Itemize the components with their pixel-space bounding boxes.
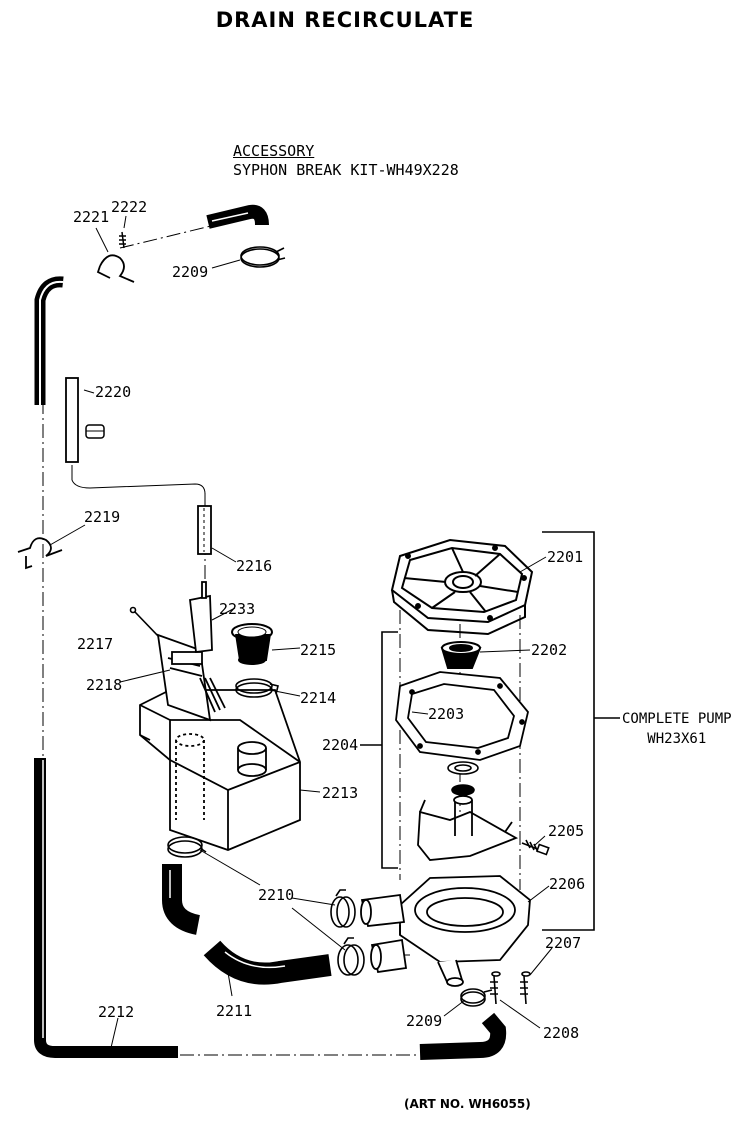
label-2207: 2207 (545, 934, 581, 952)
accessory-kit-name: SYPHON BREAK KIT-WH49X228 (233, 161, 459, 179)
drain-hose-upper (34, 276, 64, 405)
pump-housing-2206 (360, 875, 531, 987)
label-2221: 2221 (73, 208, 109, 226)
hose-2212 (34, 758, 178, 1058)
label-2205: 2205 (548, 822, 584, 840)
label-2210: 2210 (258, 886, 294, 904)
label-2202: 2202 (531, 641, 567, 659)
diagram-title: DRAIN RECIRCULATE (215, 8, 475, 32)
label-2233: 2233 (219, 600, 255, 618)
screw-2207 (520, 971, 531, 1005)
label-2206: 2206 (549, 875, 585, 893)
washer-stack (447, 761, 479, 796)
hose-bottom-elbow (419, 1012, 507, 1060)
label-2215: 2215 (300, 641, 336, 659)
cap-2215 (231, 623, 273, 665)
hose-2210-elbow (162, 864, 201, 935)
clip-2221 (96, 254, 135, 283)
label-2211: 2211 (216, 1002, 252, 1020)
label-2201: 2201 (547, 548, 583, 566)
clamp-2209-bottom (460, 988, 493, 1007)
label-2209-bottom: 2209 (406, 1012, 442, 1030)
accessory-note: ACCESSORY SYPHON BREAK KIT-WH49X228 (233, 142, 459, 180)
impeller (417, 795, 519, 861)
tube-2216 (197, 505, 212, 555)
connector-2220 (85, 424, 105, 439)
syphon-elbow-hose (206, 204, 269, 229)
clamp-2209-top (240, 246, 286, 268)
label-2220: 2220 (95, 383, 131, 401)
clamp-2210-b (330, 889, 356, 928)
label-2214: 2214 (300, 689, 336, 707)
label-2222: 2222 (111, 198, 147, 216)
label-2217: 2217 (77, 635, 113, 653)
accessory-heading: ACCESSORY (233, 142, 315, 160)
complete-pump-label: COMPLETE PUMP WH23X61 (622, 709, 732, 749)
art-number: (ART NO. WH6055) (404, 1097, 531, 1111)
label-2209-top: 2209 (172, 263, 208, 281)
tank-2213 (139, 581, 301, 851)
gasket-2203 (395, 671, 529, 761)
bracket-2204 (360, 631, 398, 869)
label-2204: 2204 (322, 736, 358, 754)
screw-2217 (129, 606, 161, 639)
label-2212: 2212 (98, 1003, 134, 1021)
part-labels: 2221 2222 2209 2220 2219 2216 2217 2233 … (73, 198, 585, 1042)
tube-2220 (65, 377, 206, 495)
label-2213: 2213 (322, 784, 358, 802)
label-2216: 2216 (236, 557, 272, 575)
label-2219: 2219 (84, 508, 120, 526)
seal-2202 (440, 641, 482, 669)
bracket-complete-pump (542, 531, 620, 931)
screw-2208 (490, 971, 501, 1005)
complete-pump-heading: COMPLETE PUMP (622, 711, 732, 727)
clamp-2210-c (337, 937, 365, 976)
screw-2222 (119, 231, 126, 249)
label-2218: 2218 (86, 676, 122, 694)
label-2208: 2208 (543, 1024, 579, 1042)
complete-pump-part-number: WH23X61 (647, 731, 707, 747)
clip-2219 (17, 537, 63, 570)
pump-cover-2201 (390, 538, 534, 636)
label-2203: 2203 (428, 705, 464, 723)
leader-lines (49, 215, 553, 1053)
screw-2205 (521, 839, 550, 856)
hose-2211 (203, 940, 332, 985)
clamp-2210-a (167, 836, 207, 858)
